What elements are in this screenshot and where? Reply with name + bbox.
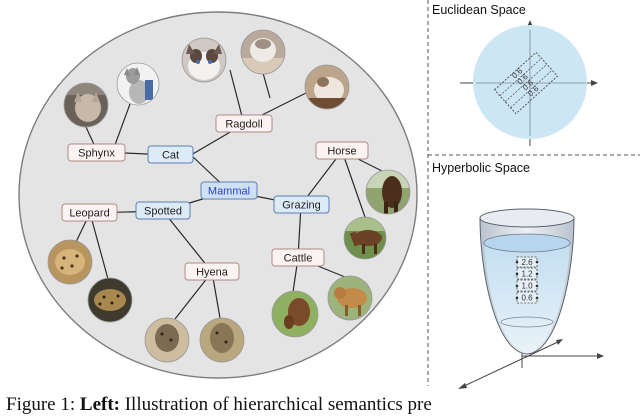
node-sphynx: Sphynx xyxy=(67,143,126,162)
photo-ragdoll-3 xyxy=(304,64,350,110)
hyper-axis-y xyxy=(461,340,561,388)
node-horse: Horse xyxy=(315,141,369,160)
photo-hyena-1 xyxy=(144,317,190,363)
node-sphynx-label: Sphynx xyxy=(78,148,115,160)
node-hyena: Hyena xyxy=(184,262,240,281)
node-cat: Cat xyxy=(147,145,194,164)
node-ragdoll: Ragdoll xyxy=(215,114,273,133)
euclidean-title: Euclidean Space xyxy=(432,3,526,17)
caption-text: Illustration of hierarchical semantics p… xyxy=(119,394,432,415)
photo-cattle-1 xyxy=(271,290,319,338)
hyper-tick-3: 1.0 xyxy=(521,282,533,291)
edge-horse-img2 xyxy=(341,150,366,218)
hyperbolic-title: Hyperbolic Space xyxy=(432,161,530,175)
photo-ragdoll-1 xyxy=(181,37,227,83)
node-hyena-label: Hyena xyxy=(196,267,229,279)
photo-leopard-2 xyxy=(87,277,133,323)
hierarchy-panel: Mammal Cat Spotted Grazing Ragdoll Sphyn… xyxy=(18,11,418,379)
edge-spotted-hyena xyxy=(162,210,213,273)
hyper-tick-4: 0.6 xyxy=(521,294,533,303)
hyperbolic-panel: Hyperbolic Space 2.6 1.2 1.0 0.6 xyxy=(432,161,604,389)
edge-leopard-img2 xyxy=(89,212,109,280)
photo-cattle-2 xyxy=(327,275,373,321)
node-cat-label: Cat xyxy=(162,150,179,162)
hyper-liquid-surface xyxy=(483,233,571,253)
figure-caption: Figure 1: Left: Illustration of hierarch… xyxy=(6,394,640,416)
photo-ragdoll-2 xyxy=(240,29,286,75)
caption-bold: Left: xyxy=(79,394,120,415)
photo-hyena-2 xyxy=(199,317,245,363)
hyper-grid: 2.6 1.2 1.0 0.6 xyxy=(515,256,539,304)
hyper-tick-2: 1.2 xyxy=(521,270,533,279)
caption-prefix: Figure 1: xyxy=(6,394,80,415)
node-grazing: Grazing xyxy=(273,195,330,214)
euclidean-panel: Euclidean Space 0.6 0.6 0.6 0.6 xyxy=(432,3,598,146)
node-leopard-label: Leopard xyxy=(69,208,109,220)
photo-sphynx-1 xyxy=(116,62,160,106)
node-cattle: Cattle xyxy=(271,248,325,267)
node-grazing-label: Grazing xyxy=(282,200,321,212)
photo-leopard-1 xyxy=(47,239,93,285)
edge-ragdoll-img2 xyxy=(262,72,271,99)
photo-horse-2 xyxy=(343,216,387,260)
node-mammal: Mammal xyxy=(200,181,258,200)
node-spotted: Spotted xyxy=(135,201,191,220)
hyper-tick-1: 2.6 xyxy=(521,258,533,267)
photo-sphynx-2 xyxy=(63,82,109,128)
node-leopard: Leopard xyxy=(61,203,118,222)
hyper-bowl-rim xyxy=(479,208,575,228)
node-horse-label: Horse xyxy=(327,146,356,158)
photo-horse-1 xyxy=(365,169,411,215)
node-spotted-label: Spotted xyxy=(144,206,182,218)
node-ragdoll-label: Ragdoll xyxy=(225,119,262,131)
euclid-grid: 0.6 0.6 0.6 0.6 xyxy=(493,51,559,115)
node-mammal-label: Mammal xyxy=(208,186,250,198)
node-cattle-label: Cattle xyxy=(284,253,313,265)
